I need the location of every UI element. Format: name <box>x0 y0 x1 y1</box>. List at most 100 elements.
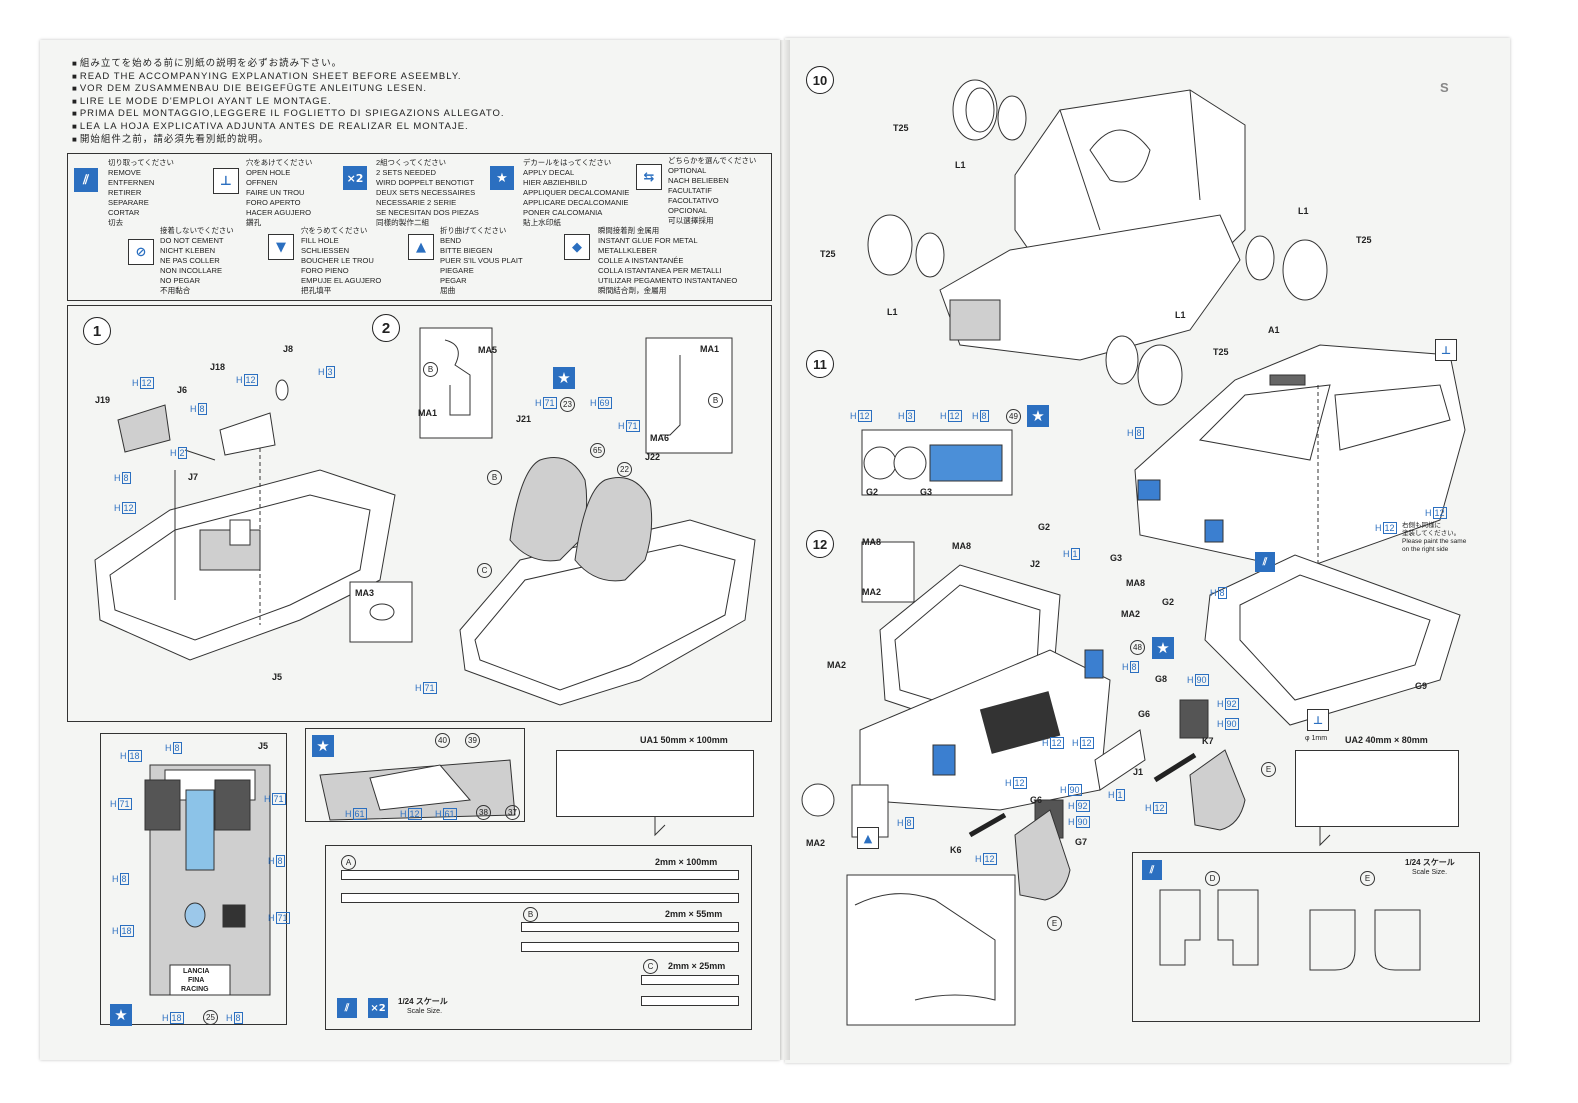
label-ma2: MA2 <box>862 587 882 597</box>
label-ma1-right: MA1 <box>700 344 720 354</box>
strip-a-2 <box>341 893 739 903</box>
label-g3: G3 <box>1110 553 1123 563</box>
mudflap-e-right <box>1189 749 1246 831</box>
label-j21: J21 <box>516 414 532 424</box>
tire-t25-top <box>952 79 998 141</box>
label-g2: G2 <box>1038 522 1051 532</box>
warning-en: READ THE ACCOMPANYING EXPLANATION SHEET … <box>72 71 505 84</box>
car-body-a1 <box>1134 344 1466 571</box>
label-j5: J5 <box>258 741 269 751</box>
lancia-fina-plaque <box>169 964 231 996</box>
label-g2: G2 <box>866 487 879 497</box>
circle-d: D <box>1205 871 1220 886</box>
label-ma5: MA5 <box>478 345 498 355</box>
circle-b: B <box>708 393 723 408</box>
circle-b: B <box>487 470 502 485</box>
tire-t25-bottom <box>1137 344 1183 406</box>
ua2-box <box>1295 750 1459 827</box>
open-hole-icon: ⊥ <box>1435 339 1457 361</box>
step-11-number: 11 <box>806 350 834 378</box>
label-t25: T25 <box>893 123 909 133</box>
label-j7: J7 <box>188 472 199 482</box>
open-hole-icon: ⊥ <box>1307 709 1329 731</box>
step-1-number: 1 <box>83 317 111 345</box>
label-j8: J8 <box>283 344 294 354</box>
label-t25: T25 <box>820 249 836 259</box>
remove-icon: ⫽ <box>337 998 357 1018</box>
warning-notes: 組み立てを始める前に別紙の説明を必ずお読み下さい。 READ THE ACCOM… <box>72 58 505 146</box>
decal-star-icon: ★ <box>553 367 575 389</box>
label-l1: L1 <box>1175 310 1186 320</box>
decal-number: 38 <box>476 805 491 820</box>
plaque-racing: RACING <box>181 986 209 993</box>
remove-icon: ⫽ <box>1142 860 1162 880</box>
bend-icon: ▲ <box>857 827 879 849</box>
circle-c: C <box>477 563 492 578</box>
remove-icon: ⫽ <box>74 168 98 192</box>
two-sets-icon: ×2 <box>368 998 388 1018</box>
chassis <box>939 214 1241 361</box>
decal-star-icon: ★ <box>1027 405 1049 427</box>
apply-decal-icon: ★ <box>490 166 514 190</box>
strip-c-size: 2mm × 25mm <box>668 961 726 971</box>
page-stamp: S <box>1440 80 1449 95</box>
decal-star-icon: ★ <box>312 735 334 757</box>
label-g8: G8 <box>1155 674 1168 684</box>
label-j1: J1 <box>1133 767 1144 777</box>
window-mask-g9 <box>1204 554 1461 726</box>
label-t25: T25 <box>1213 347 1229 357</box>
right-seat <box>574 477 653 582</box>
warning-de: VOR DEM ZUSAMMENBAU DIE BEIGEFÜGTE ANLEI… <box>72 83 505 96</box>
label-k7: K7 <box>1202 736 1214 746</box>
label-ma8: MA8 <box>952 541 972 551</box>
label-ma2: MA2 <box>1121 609 1141 619</box>
decal-star-icon: ★ <box>110 1004 132 1026</box>
decal-number: 40 <box>435 733 450 748</box>
do-not-cement-icon: ⊘ <box>128 239 154 265</box>
tire-t25-left <box>867 214 913 276</box>
left-seat <box>509 457 588 562</box>
decal-star-icon: ★ <box>1152 637 1174 659</box>
ua1-title: UA1 50mm × 100mm <box>640 735 728 745</box>
strip-a-1 <box>341 870 739 880</box>
warning-es: LEA LA HOJA EXPLICATIVA ADJUNTA ANTES DE… <box>72 121 505 134</box>
strip-a-size: 2mm × 100mm <box>655 857 718 867</box>
decal-number: 22 <box>617 462 632 477</box>
warning-cn: 開始組件之前，請必須先看別紙的說明。 <box>72 134 505 147</box>
mudflap-e-left <box>1014 809 1071 901</box>
strip-c-2 <box>641 996 739 1006</box>
ua2-title: UA2 40mm × 80mm <box>1345 735 1428 745</box>
label-g9: G9 <box>1415 681 1428 691</box>
step-12-number: 12 <box>806 530 834 558</box>
step-2-number: 2 <box>372 314 400 342</box>
